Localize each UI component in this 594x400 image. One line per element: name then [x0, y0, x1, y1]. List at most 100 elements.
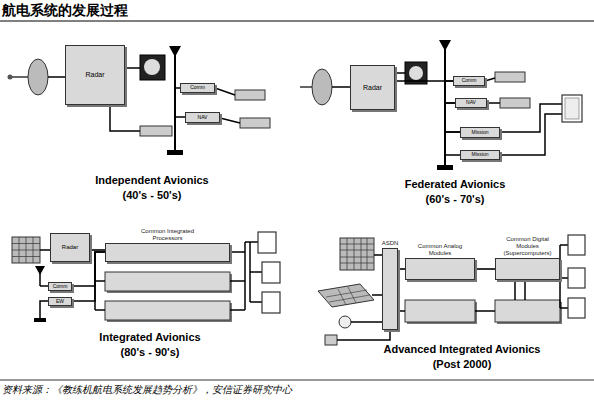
- processor-module: [105, 301, 230, 320]
- wire: [487, 102, 500, 104]
- display-screen: [568, 235, 585, 255]
- wire: [560, 307, 568, 309]
- panel-caption: Federated Avionics: [405, 178, 506, 190]
- avionics-box: ASDN: [382, 248, 398, 330]
- wire: [351, 321, 382, 323]
- panel-caption: Advanced Integrated Avionics: [384, 343, 541, 355]
- wire: [40, 285, 48, 287]
- ground-symbol: [437, 165, 453, 170]
- wire: [524, 280, 526, 300]
- wire: [125, 67, 140, 69]
- box-label: EW: [56, 299, 64, 305]
- radar-dish: [312, 69, 332, 105]
- bus-connector: [475, 268, 495, 270]
- wire: [250, 301, 262, 303]
- wire: [374, 254, 382, 256]
- wire: [485, 78, 495, 81]
- wire: [220, 118, 240, 123]
- box-label: Mission: [472, 130, 489, 136]
- box-label: Radar: [62, 244, 78, 251]
- avionics-box: [495, 72, 525, 82]
- display-screen: [258, 232, 276, 253]
- bus-connector: [398, 268, 405, 270]
- wire: [372, 294, 382, 296]
- box-label: Radar: [363, 84, 382, 92]
- avionics-box: [235, 90, 265, 100]
- bus-line: [244, 242, 246, 310]
- display-screen: [568, 298, 585, 318]
- box-label: Comm: [53, 284, 68, 290]
- box-label: Comm: [190, 85, 205, 91]
- array-grid: [340, 238, 374, 270]
- wire: [48, 76, 65, 78]
- sensor-array: [318, 284, 374, 307]
- module-heading: Common Integrated Processors: [128, 228, 208, 242]
- analog-module: [405, 300, 475, 322]
- wire: [395, 72, 405, 74]
- box-label: Radar: [85, 71, 104, 79]
- title-rule: [0, 21, 594, 22]
- wire: [475, 310, 495, 312]
- ground-symbol: [167, 150, 183, 155]
- box-label: Comm: [462, 78, 477, 84]
- wire: [230, 280, 245, 282]
- radar-scope: [140, 55, 165, 80]
- wire: [230, 309, 245, 311]
- avionics-box: Mission: [460, 127, 500, 138]
- radar-feed: [300, 86, 312, 88]
- scope-screen: [409, 66, 423, 80]
- wire: [95, 309, 105, 311]
- source-caption: 资料来源：《教练机航电系统发展趋势分析》，安信证券研究中心: [2, 383, 292, 397]
- wire: [500, 114, 562, 155]
- avionics-box: NAV: [185, 112, 220, 123]
- panel-caption: (40's - 50's): [122, 189, 181, 201]
- ground-symbol: [34, 318, 46, 322]
- radar-dish: [28, 59, 48, 95]
- wire: [337, 330, 390, 340]
- bus-connector: [90, 249, 105, 251]
- processor-module: [105, 272, 230, 291]
- wire: [245, 241, 258, 243]
- digital-module: [495, 300, 560, 322]
- wire: [398, 310, 405, 312]
- avionics-box: Common Digital Modules (Supercomputers): [495, 258, 560, 280]
- wire: [40, 301, 48, 318]
- wire: [110, 105, 140, 131]
- avionics-box: [240, 118, 270, 128]
- wire: [40, 249, 50, 251]
- avionics-box: EW: [48, 297, 72, 306]
- module-heading: Common Digital Modules (Supercomputers): [497, 236, 559, 257]
- display-screen: [262, 262, 280, 283]
- avionics-box: Common Integrated Processors: [105, 243, 230, 262]
- wire: [560, 244, 568, 246]
- display-face: [565, 98, 579, 119]
- wire: [215, 88, 235, 95]
- box-label: NAV: [466, 100, 476, 106]
- array-grid: [12, 237, 40, 263]
- avionics-box: Comm: [180, 83, 215, 93]
- panel-caption: Integrated Avionics: [99, 331, 200, 343]
- wire: [514, 280, 516, 300]
- avionics-box: NAV: [455, 98, 487, 108]
- avionics-box: Mission: [460, 150, 500, 160]
- caption-rule: [0, 380, 594, 381]
- antenna-symbol: [439, 40, 451, 51]
- diagram-title: 航电系统的发展过程: [2, 2, 128, 20]
- box-label: Mission: [472, 152, 489, 158]
- avionics-box: Radar: [50, 233, 90, 262]
- avionics-box: Common Analog Modules: [405, 258, 475, 280]
- wire: [500, 104, 562, 132]
- array-antenna: [12, 237, 40, 263]
- panel-caption: (80's - 90's): [120, 346, 179, 358]
- wire: [250, 271, 262, 273]
- module-heading: Common Analog Modules: [411, 243, 469, 257]
- array-antenna: [340, 238, 374, 270]
- bus-connector: [445, 132, 460, 155]
- avionics-box: Comm: [453, 76, 485, 86]
- wire: [95, 280, 105, 282]
- panel-caption: (Post 2000): [433, 358, 492, 370]
- scope-screen: [144, 59, 160, 75]
- display-screen: [562, 95, 582, 122]
- avionics-box: Radar: [350, 65, 395, 110]
